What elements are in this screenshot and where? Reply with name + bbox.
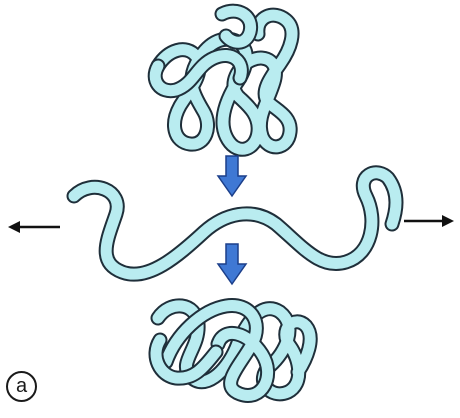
process-arrow-lower (216, 243, 248, 286)
stretched-chain-middle (66, 165, 404, 282)
folded-chain-top-strand (152, 9, 298, 155)
right-arrow-icon (404, 215, 454, 227)
pull-force-right-head (442, 215, 454, 227)
folded-chain-top (147, 3, 300, 157)
panel-label-text: a (15, 375, 28, 397)
folded-chain-top-inner-loop (149, 50, 247, 97)
refolded-chain-strand (152, 300, 316, 400)
refolded-chain-bottom (148, 298, 318, 403)
down-arrow-icon (216, 155, 248, 198)
left-arrow-icon (8, 221, 60, 233)
refolded-chain-strand-crossing (160, 300, 273, 401)
pull-force-left-head (8, 221, 20, 233)
down-arrow-icon (216, 243, 248, 286)
stretched-chain-strand (68, 167, 402, 280)
panel-label: a (6, 371, 37, 402)
refolded-chain-loop-left (150, 334, 222, 384)
folded-chain-top-crown-loop (216, 5, 257, 48)
process-arrow-upper (216, 155, 248, 198)
